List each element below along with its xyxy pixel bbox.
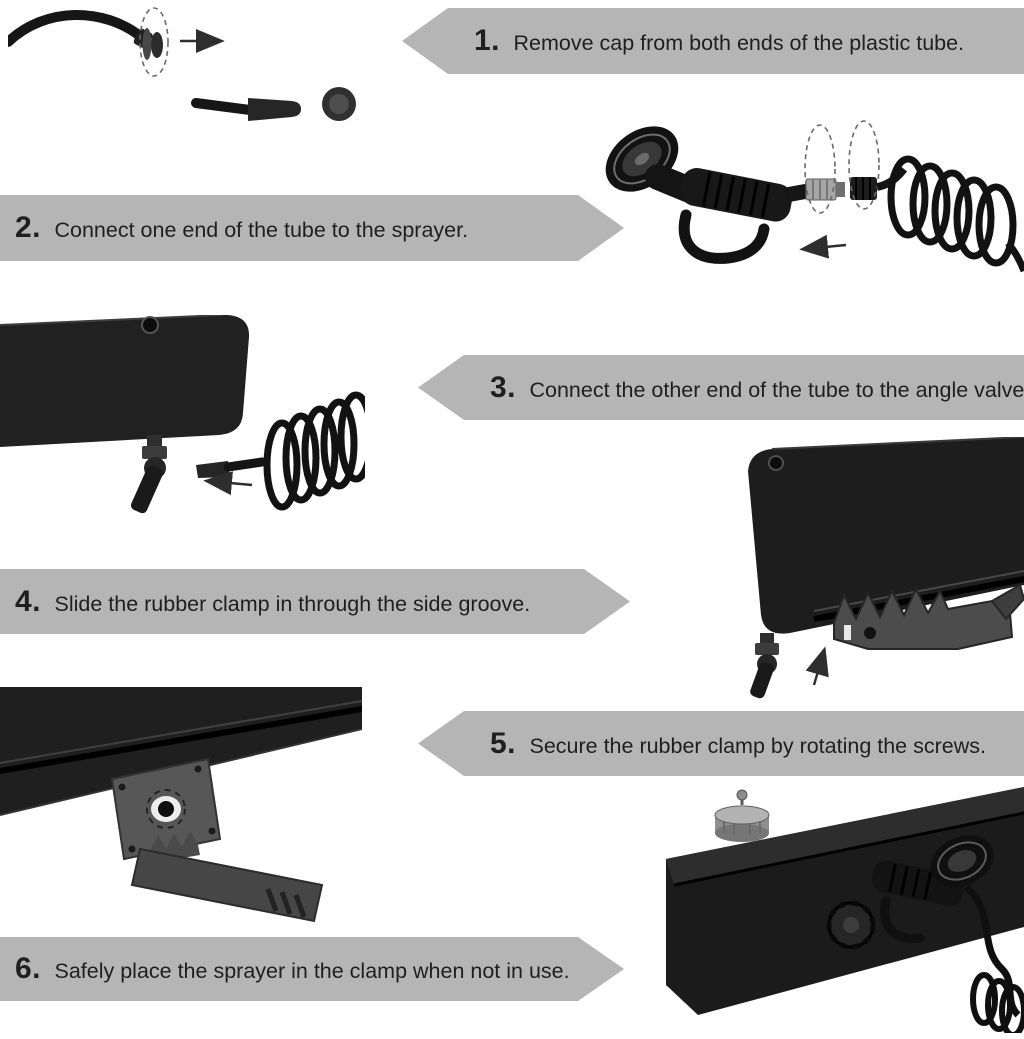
step-1-label: 1. Remove cap from both ends of the plas… — [474, 24, 964, 58]
step-3-text: Connect the other end of the tube to the… — [529, 377, 1024, 402]
metal-fitting — [805, 178, 845, 201]
inline-cap — [151, 32, 163, 58]
tube-end — [8, 10, 145, 47]
rotation-arrow-icon — [146, 789, 186, 829]
tank-bolt — [141, 316, 159, 334]
angle-valve — [750, 633, 779, 699]
rubber-clamp — [833, 583, 1024, 650]
tube-lead — [223, 457, 267, 472]
sprayer-trigger — [678, 209, 770, 264]
step-1-number: 1. — [474, 24, 501, 57]
step-5-text: Secure the rubber clamp by rotating the … — [529, 733, 986, 758]
tank-cap — [714, 789, 770, 842]
step-4-number: 4. — [15, 584, 42, 618]
step-3-number: 3. — [490, 370, 517, 404]
tank-edge — [673, 811, 1024, 887]
step-2-photo-sprayer — [605, 120, 1024, 273]
step-6-text: Safely place the sprayer in the clamp wh… — [54, 959, 570, 983]
step-5-label: 5. Secure the rubber clamp by rotating t… — [490, 727, 986, 761]
step-3-banner: 3. Connect the other end of the tube to … — [418, 355, 1024, 420]
step-2-label: 2. Connect one end of the tube to the sp… — [15, 211, 468, 245]
sprayer-outlet — [784, 183, 810, 203]
clamp-arm — [130, 847, 324, 923]
step-1-photo-tube-caps — [8, 7, 356, 121]
sprayer-trigger — [880, 896, 925, 943]
step-3-label: 3. Connect the other end of the tube to … — [490, 371, 1024, 405]
push-direction-arrow-icon — [799, 234, 847, 259]
rotation-arrow-icon — [848, 120, 880, 210]
coiled-hose — [263, 391, 365, 511]
angle-valve — [130, 435, 167, 514]
water-tank — [0, 687, 362, 815]
sprayer-grip — [680, 168, 793, 222]
tank-edge-highlight — [771, 437, 1024, 450]
step-4-banner: 4. Slide the rubber clamp in through the… — [0, 569, 630, 634]
step-5-photo-screws — [0, 687, 362, 923]
step-6-banner: 6. Safely place the sprayer in the clamp… — [0, 937, 624, 1001]
water-tank — [0, 315, 250, 447]
tube-cap — [248, 98, 301, 121]
rubber-clamp — [110, 757, 324, 923]
step-1-banner: 1. Remove cap from both ends of the plas… — [402, 8, 1024, 74]
step-2-banner: 2. Connect one end of the tube to the sp… — [0, 195, 624, 261]
step-6-label: 6. Safely place the sprayer in the clamp… — [15, 952, 570, 986]
sprayer-head — [930, 835, 994, 887]
groove-highlight — [0, 700, 362, 764]
rotation-arrow-icon — [139, 7, 169, 77]
step-5-number: 5. — [490, 726, 517, 760]
step-4-text: Slide the rubber clamp in through the si… — [54, 591, 531, 616]
cap-washer — [142, 28, 152, 60]
clamp-screw — [158, 801, 174, 817]
tank-top-face — [666, 787, 1024, 885]
step-2-number: 2. — [15, 211, 42, 244]
step-4-photo-clamp-groove — [748, 437, 1024, 699]
tank-bolt — [768, 455, 784, 471]
clamp-knob — [826, 900, 876, 950]
tank-edge-highlight — [0, 315, 223, 326]
step-3-photo-angle-valve — [0, 315, 365, 514]
insert-direction-arrow-icon — [805, 646, 829, 686]
step-1-text: Remove cap from both ends of the plastic… — [513, 31, 965, 55]
step-5-banner: 5. Secure the rubber clamp by rotating t… — [418, 711, 1024, 776]
tube-piece — [191, 98, 255, 115]
rotation-arrow-icon — [804, 124, 836, 214]
coiled-hose — [887, 155, 1024, 273]
side-groove — [0, 706, 362, 774]
step-6-number: 6. — [15, 952, 42, 985]
step-6-photo-storage — [666, 787, 1024, 1033]
stored-sprayer — [872, 835, 994, 943]
insert-direction-arrow-icon — [203, 471, 253, 496]
step-4-label: 4. Slide the rubber clamp in through the… — [15, 585, 530, 619]
loose-cap-center — [329, 94, 349, 114]
coiled-hose — [970, 972, 1024, 1033]
step-2-text: Connect one end of the tube to the spray… — [54, 218, 469, 242]
hose-connector — [850, 177, 877, 200]
